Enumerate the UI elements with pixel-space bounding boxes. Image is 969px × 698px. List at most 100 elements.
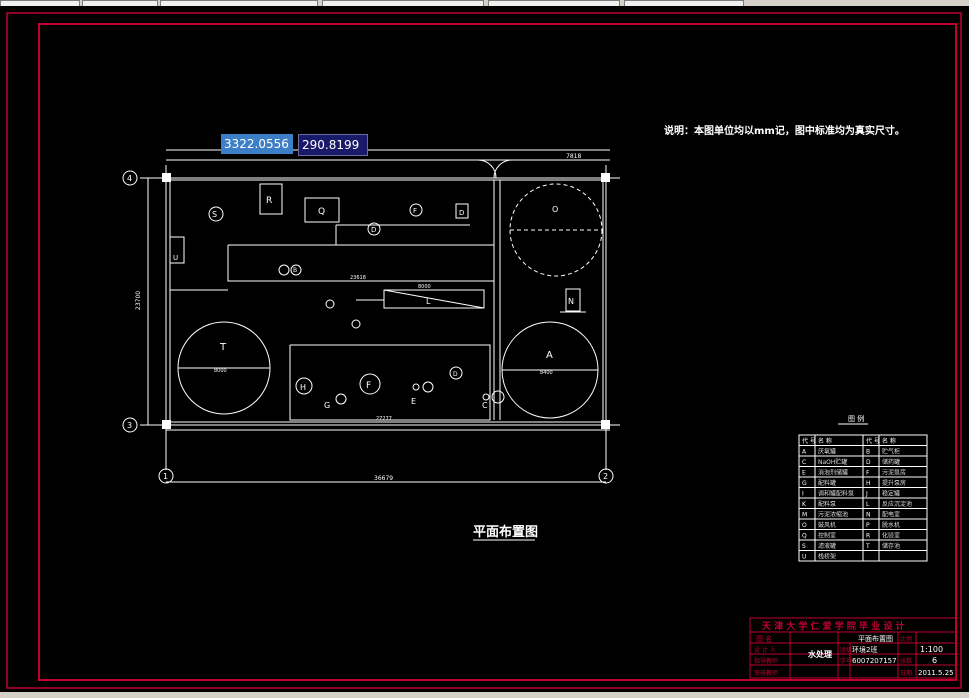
legend-cell: F (866, 470, 870, 477)
drawing-canvas[interactable]: 7818 4 3 1 2 23700 36679 27277 23618 R Q… (0, 6, 969, 692)
tb-drawing-name: 平面布置图 (858, 634, 893, 643)
legend-header-cell: 名 称 (882, 437, 896, 445)
legend-cell: B (866, 449, 870, 456)
tb-sheet-label: 张数 (900, 657, 912, 665)
design-note: 说明：本图单位均以mm记，图中标准均为真实尺寸。 (664, 124, 905, 137)
legend-cell: Q (802, 533, 807, 540)
label-Q: Q (318, 207, 325, 217)
room-R (259, 183, 283, 215)
dim-pipe: 8000 (418, 284, 431, 290)
cad-drawing: 7818 4 3 1 2 23700 36679 27277 23618 R Q… (6, 12, 962, 689)
tb-reviewer-label: 指导教师 (754, 657, 778, 665)
label-F1: F (413, 207, 417, 215)
label-S: S (212, 210, 217, 219)
legend-cell: 栈桥架 (818, 553, 836, 561)
legend-title: 图 例 (848, 414, 864, 423)
tb-scale-label: 比例 (900, 635, 912, 643)
legend-cell: J (865, 491, 868, 498)
legend-cell: P (866, 522, 870, 529)
grid-label-3: 3 (127, 421, 132, 430)
legend-cell: 调和罐配料泵 (818, 490, 854, 498)
dim-t-dia: 8000 (214, 368, 227, 374)
tank-L-diag (383, 289, 485, 309)
legend-cell: 厌氧罐 (818, 448, 836, 456)
equip-C2 (491, 390, 505, 404)
equip-S (208, 206, 224, 222)
tb-date-label: 日期 (900, 669, 912, 677)
equip-P (278, 264, 290, 276)
legend-cell: U (802, 554, 806, 561)
equip-C (482, 393, 490, 401)
legend-cell: K (802, 501, 807, 508)
equip-O2 (351, 319, 361, 329)
label-F2: F (366, 381, 371, 391)
equip-E2 (422, 381, 434, 393)
legend-cell: R (866, 533, 870, 540)
tb-class-label: 班级 (840, 646, 852, 654)
equip-D1 (367, 222, 381, 236)
label-N: N (568, 297, 574, 306)
tb-date: 2011.5.25 (918, 669, 954, 677)
legend-cell: 控制室 (818, 532, 836, 540)
legend-cell: 化验室 (882, 532, 900, 540)
legend-cell: S (802, 543, 806, 550)
equip-D3 (449, 366, 463, 380)
legend-cell: 提升泵房 (882, 479, 906, 487)
equip-B2 (335, 393, 347, 405)
dim-overall-width: 36679 (374, 475, 393, 482)
legend-cell: 消泡剂储罐 (818, 469, 848, 477)
label-O: O (552, 205, 558, 214)
equip-B1 (290, 264, 302, 276)
equip-U (169, 236, 185, 264)
coord-y-input[interactable]: 290.8199 (298, 134, 368, 156)
legend-cell: 污泥泵房 (882, 469, 906, 477)
dim-a-dia: 8400 (540, 370, 553, 376)
door-arc-2 (493, 159, 513, 179)
label-D2: D (459, 209, 464, 217)
legend-cell: 配料罐 (818, 479, 836, 487)
legend-cell: 储药罐 (882, 458, 900, 466)
column-2 (601, 173, 610, 182)
legend-cell: 贮气柜 (882, 448, 900, 456)
grid-bubble-2 (598, 468, 614, 484)
equip-H (295, 377, 313, 395)
grid-label-2: 2 (603, 472, 608, 481)
grid-label-1: 1 (163, 472, 168, 481)
tb-figure-label: 图 名 (756, 634, 772, 643)
dim-overall-height: 23700 (135, 291, 142, 310)
tb-figure-code: 水处理 (807, 649, 832, 659)
dim-bottom-inner: 27277 (376, 416, 392, 422)
site-boundary (169, 179, 604, 423)
legend-cell: NaOH贮罐 (818, 458, 847, 466)
tb-designer-label: 设 计 人 (754, 646, 776, 654)
label-L: L (426, 297, 431, 306)
legend-cell: 配料泵 (818, 500, 836, 508)
legend-cell: A (802, 449, 807, 456)
label-C: C (482, 401, 488, 410)
tank-L (383, 289, 485, 309)
tb-id-label: 学号 (840, 657, 852, 665)
grid-label-4: 4 (127, 174, 132, 183)
column-3 (162, 420, 171, 429)
tb-approve-label: 审核教师 (754, 669, 778, 677)
legend-cell: 配电室 (882, 511, 900, 519)
legend-cell: L (866, 501, 870, 508)
equip-F2 (359, 373, 381, 395)
legend-cell: O (802, 522, 807, 529)
dim-right-top: 7818 (566, 153, 581, 160)
legend-cell: 鼓风机 (818, 521, 836, 529)
legend-cell: 污泥浓缩池 (818, 511, 848, 519)
label-B1: B (293, 267, 297, 274)
legend-header-cell: 代 号 (802, 437, 816, 445)
label-G: G (324, 401, 330, 410)
label-H: H (300, 383, 306, 392)
corridor-lower (289, 344, 491, 421)
grid-bubble-4 (122, 170, 138, 186)
legend-cell: D (866, 459, 871, 466)
coord-x-input[interactable]: 3322.0556 (221, 134, 293, 154)
label-E: E (411, 397, 416, 406)
room-N (565, 288, 581, 312)
label-A: A (546, 350, 553, 361)
equip-E1 (412, 383, 420, 391)
